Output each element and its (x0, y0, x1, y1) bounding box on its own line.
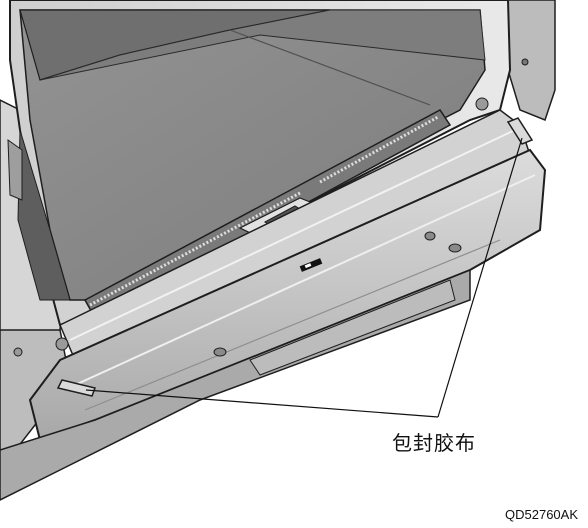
tape-callout-label: 包封胶布 (392, 431, 476, 455)
bolt (55, 337, 69, 351)
body-right-panel (504, 0, 556, 121)
tape-left (56, 379, 96, 397)
cargo-area (7, 9, 486, 301)
bolt (13, 347, 23, 357)
bolt (521, 58, 529, 66)
bolt (475, 97, 489, 111)
tape-right (506, 117, 534, 145)
parking-sensors (213, 231, 462, 357)
parking-sensor (424, 231, 436, 241)
parking-sensor (213, 347, 227, 357)
figure-code: QD52760AK (505, 507, 578, 522)
parking-sensor (448, 243, 462, 253)
leader-lines (85, 137, 523, 418)
